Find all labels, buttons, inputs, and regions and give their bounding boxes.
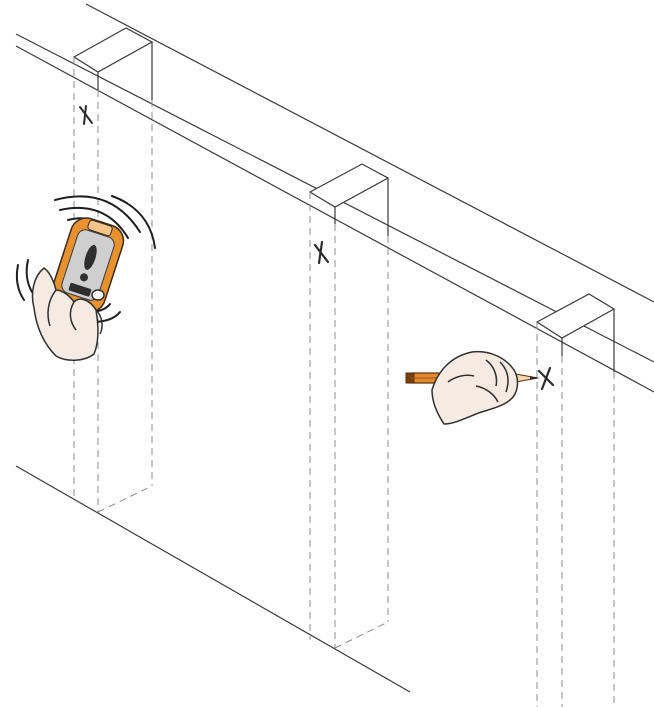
hand-pencil-icon — [431, 350, 519, 425]
stud-2-hidden — [309, 192, 389, 649]
stud-mark-3 — [537, 366, 555, 391]
stud-3 — [535, 293, 616, 372]
stud-2 — [308, 163, 390, 236]
stud-1 — [72, 27, 154, 100]
stud-mark-1 — [79, 105, 93, 125]
bottom-plate — [15, 465, 411, 693]
stud-mark-2 — [313, 240, 330, 265]
hand-icon — [31, 267, 105, 361]
stud-3-hidden — [536, 322, 615, 707]
stud-finder-icon — [51, 217, 125, 313]
